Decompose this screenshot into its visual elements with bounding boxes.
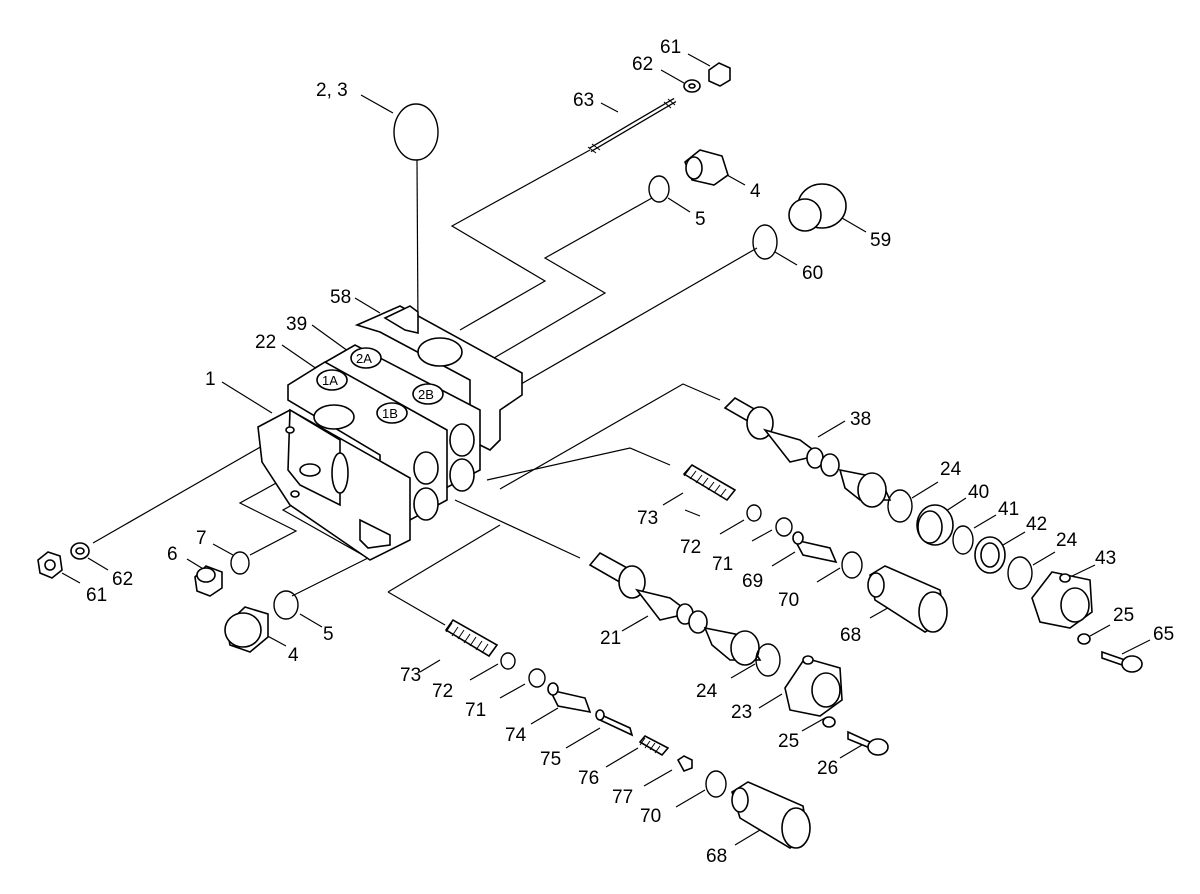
label-63: 63 xyxy=(573,90,594,111)
part-labels: 61 62 2, 3 63 4 5 59 60 58 39 22 1 38 24… xyxy=(86,37,1174,867)
washer-72-lower xyxy=(500,652,516,670)
label-73-upper: 73 xyxy=(637,508,658,529)
stud-63 xyxy=(587,97,677,154)
label-61-top: 61 xyxy=(660,37,681,58)
stopper-77 xyxy=(676,755,693,772)
label-42: 42 xyxy=(1026,514,1047,535)
label-73-lower: 73 xyxy=(400,665,421,686)
o-ring-70-upper xyxy=(841,551,863,579)
label-24-c: 24 xyxy=(696,681,718,702)
o-ring-24-b xyxy=(1007,556,1033,590)
label-62-left: 62 xyxy=(112,569,133,590)
spring-73-upper xyxy=(682,463,737,502)
label-2-3: 2, 3 xyxy=(316,80,348,101)
spring-76 xyxy=(638,734,670,757)
label-40: 40 xyxy=(968,482,989,503)
label-6: 6 xyxy=(167,544,178,565)
washer-25-lower xyxy=(822,716,836,728)
o-ring-70-lower xyxy=(705,770,727,798)
label-77: 77 xyxy=(612,787,633,808)
label-24-b: 24 xyxy=(1056,530,1078,551)
label-72-lower: 72 xyxy=(432,681,453,702)
label-70-upper: 70 xyxy=(778,590,799,611)
port-2a-label: 2A xyxy=(356,351,372,366)
plug-4-left xyxy=(224,606,269,653)
label-1: 1 xyxy=(205,369,216,390)
washer-72-upper xyxy=(746,504,762,522)
label-70-lower: 70 xyxy=(640,806,661,827)
bolt-26 xyxy=(847,730,889,756)
nut-61-top xyxy=(708,62,731,87)
label-41: 41 xyxy=(998,499,1019,520)
label-38: 38 xyxy=(850,409,871,430)
label-59: 59 xyxy=(870,230,891,251)
ring-40 xyxy=(916,504,954,546)
label-68-upper: 68 xyxy=(840,625,861,646)
plug-6 xyxy=(194,565,223,597)
label-69: 69 xyxy=(742,571,763,592)
port-1a-label: 1A xyxy=(322,373,338,388)
port-1b-label: 1B xyxy=(382,406,398,421)
label-60: 60 xyxy=(802,263,823,284)
o-ring-2-3 xyxy=(393,103,439,161)
leader-lines xyxy=(61,53,1151,846)
o-ring-71-lower xyxy=(528,668,546,688)
piston-74 xyxy=(547,682,592,714)
label-23: 23 xyxy=(731,702,752,723)
port-2b-label: 2B xyxy=(418,387,434,402)
cover-23 xyxy=(784,655,843,717)
label-7: 7 xyxy=(196,528,207,549)
washer-25-right xyxy=(1077,633,1091,645)
label-4-top: 4 xyxy=(750,181,761,202)
label-43: 43 xyxy=(1095,548,1116,569)
label-76: 76 xyxy=(578,768,599,789)
label-39: 39 xyxy=(286,314,307,335)
o-ring-24-c xyxy=(755,643,781,677)
label-22: 22 xyxy=(255,332,276,353)
o-ring-24-a xyxy=(887,489,913,523)
o-ring-60 xyxy=(752,224,778,260)
label-58: 58 xyxy=(330,287,351,308)
label-72-upper: 72 xyxy=(680,537,701,558)
plug-59 xyxy=(788,183,847,232)
label-74: 74 xyxy=(505,725,527,746)
label-26: 26 xyxy=(817,758,838,779)
o-ring-41 xyxy=(952,525,974,555)
label-61-left: 61 xyxy=(86,585,107,606)
label-75: 75 xyxy=(540,749,561,770)
cap-68-lower xyxy=(731,781,811,849)
o-ring-7 xyxy=(230,551,250,575)
valve-body-1: 1A 2A 1B 2B xyxy=(257,305,523,561)
label-5-left: 5 xyxy=(323,624,334,645)
spool-21 xyxy=(588,551,762,666)
spring-73-lower xyxy=(444,618,499,658)
label-5-top: 5 xyxy=(695,209,706,230)
plug-4-top xyxy=(684,149,729,186)
washer-62-left xyxy=(70,542,90,560)
cap-68-upper xyxy=(867,565,948,633)
label-68-lower: 68 xyxy=(706,846,727,867)
label-25-lower: 25 xyxy=(778,731,799,752)
piston-69 xyxy=(792,531,838,564)
label-62-top: 62 xyxy=(632,54,653,75)
seal-42 xyxy=(974,536,1006,574)
o-ring-5-left xyxy=(273,590,299,620)
nut-61-left xyxy=(37,551,63,579)
o-ring-71-upper xyxy=(775,517,793,537)
label-24-a: 24 xyxy=(940,459,962,480)
label-4-left: 4 xyxy=(288,645,299,666)
bolt-65 xyxy=(1101,650,1143,673)
label-65: 65 xyxy=(1153,624,1174,645)
spool-38 xyxy=(723,397,892,508)
pin-75 xyxy=(595,709,634,737)
label-71-upper: 71 xyxy=(712,554,733,575)
label-25-right: 25 xyxy=(1113,605,1134,626)
o-ring-5-top xyxy=(648,175,670,203)
cover-43 xyxy=(1031,571,1093,629)
label-71-lower: 71 xyxy=(465,700,486,721)
label-21: 21 xyxy=(600,628,621,649)
